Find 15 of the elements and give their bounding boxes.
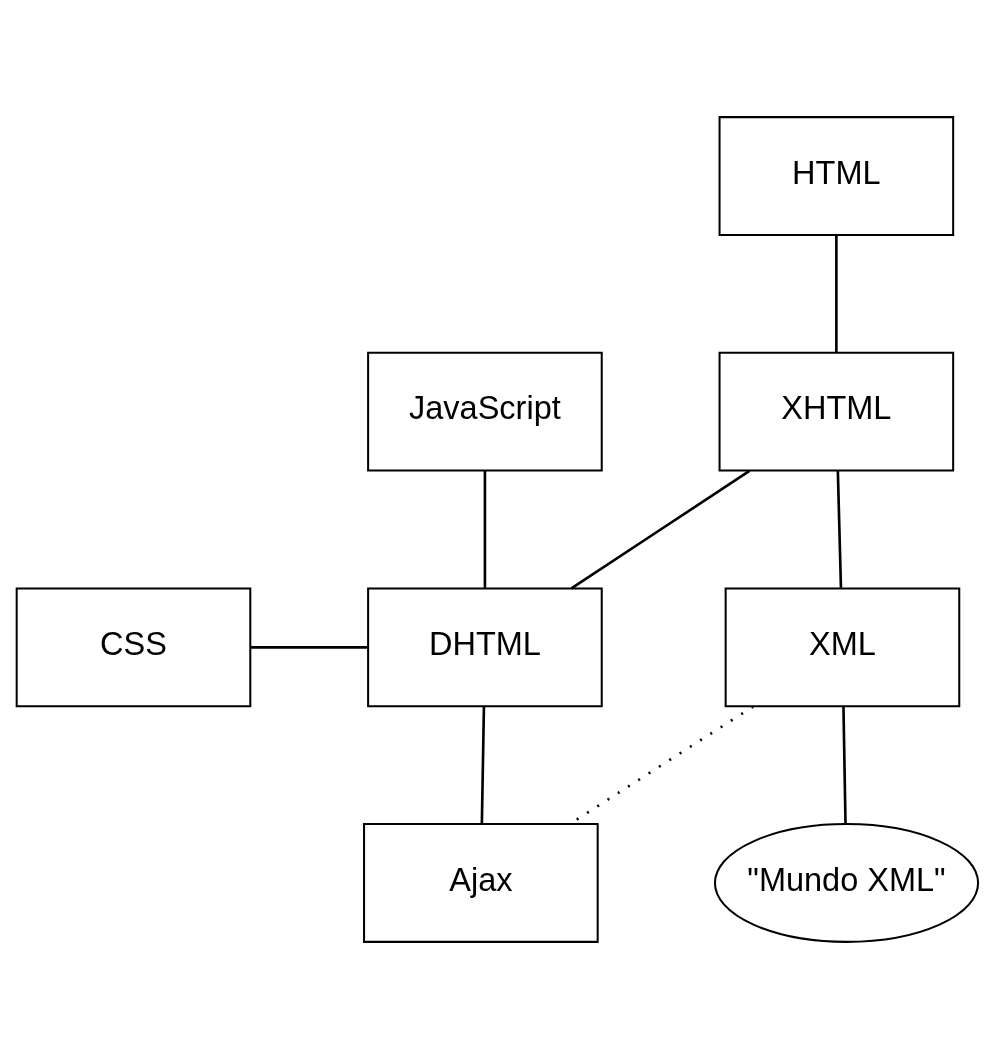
- connector: [250, 646, 368, 649]
- connector: [483, 470, 487, 588]
- connector: [570, 469, 751, 590]
- node-ellipse: "Mundo XML": [713, 823, 980, 943]
- connector: [842, 706, 847, 824]
- node-box: Ajax: [363, 823, 599, 943]
- connector: [836, 470, 843, 588]
- node-box: XML: [724, 587, 961, 708]
- connector: [480, 706, 486, 824]
- node-box: HTML: [718, 116, 955, 236]
- node-box: JavaScript: [367, 351, 603, 472]
- node-box: DHTML: [367, 587, 603, 708]
- node-box: CSS: [15, 587, 252, 708]
- node-box: XHTML: [718, 351, 955, 472]
- connector: [835, 235, 838, 353]
